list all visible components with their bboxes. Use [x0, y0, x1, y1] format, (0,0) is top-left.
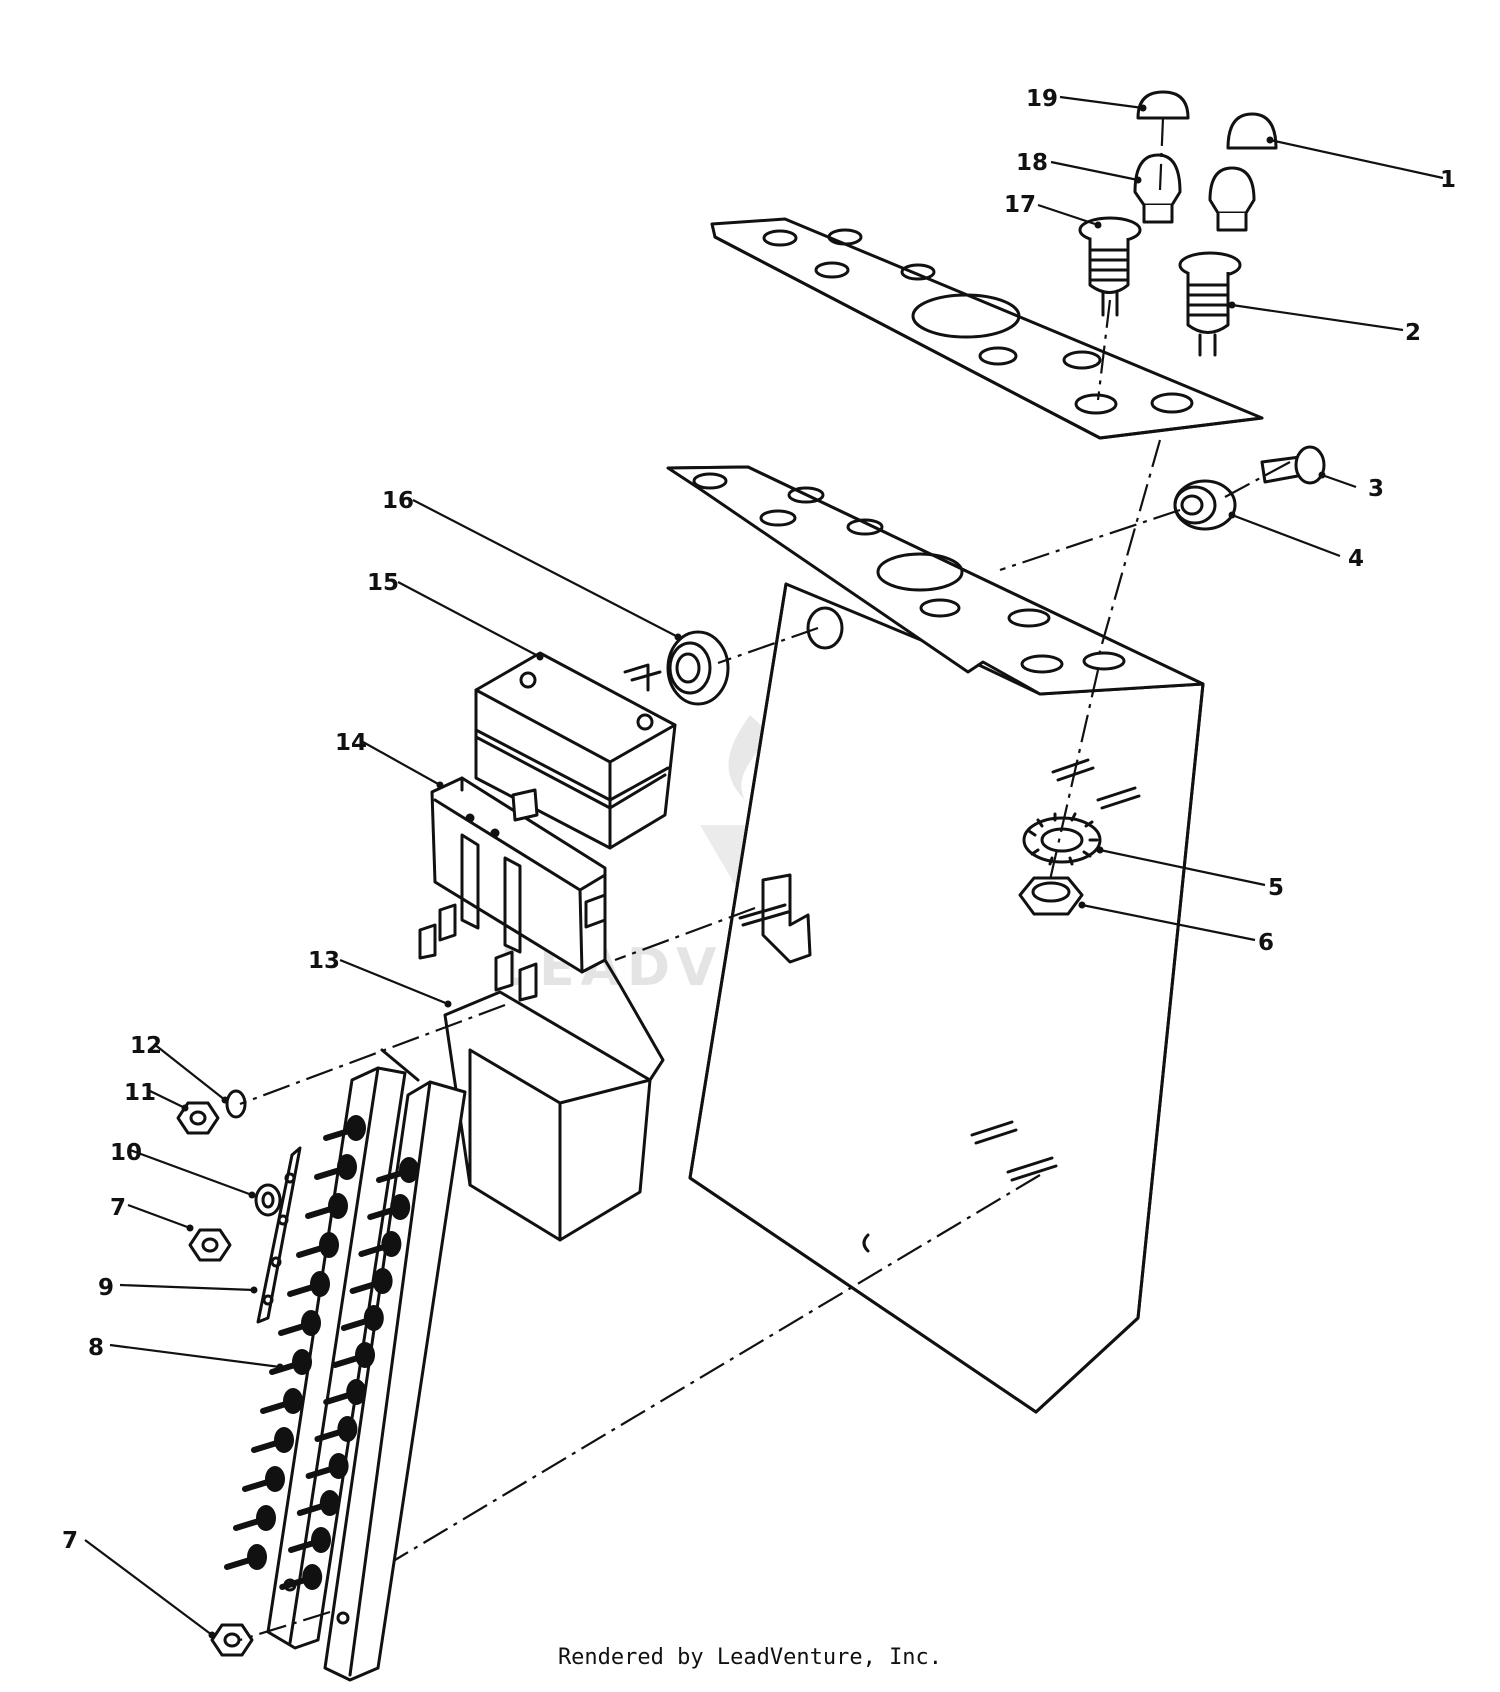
callout-10: 10 — [110, 1140, 142, 1166]
washer-10 — [254, 1183, 282, 1217]
lens-19 — [1136, 90, 1190, 120]
callout-labels: 19 1 18 17 2 3 4 5 6 16 15 14 13 12 11 1… — [62, 86, 1456, 1554]
terminal-screw — [323, 1115, 366, 1141]
terminal-screw — [376, 1157, 419, 1183]
mounting-bracket — [738, 873, 812, 964]
terminal-screw — [279, 1564, 323, 1590]
terminal-screw — [296, 1490, 340, 1516]
terminal-screw — [367, 1194, 411, 1220]
terminal-screw — [314, 1416, 358, 1442]
footer-credit: Rendered by LeadVenture, Inc. — [557, 1645, 943, 1670]
terminal-screw — [288, 1527, 331, 1553]
lamp-socket-2 — [1178, 251, 1242, 357]
terminal-screw — [296, 1232, 339, 1258]
callout-13: 13 — [308, 948, 340, 974]
callout-7-lower: 7 — [62, 1528, 78, 1554]
terminal-screw — [287, 1271, 330, 1297]
top-bezel-plate — [710, 217, 1264, 440]
terminal-screw — [242, 1466, 285, 1492]
callout-18: 18 — [1016, 150, 1048, 176]
washer-12 — [225, 1089, 247, 1119]
terminal-screw — [233, 1505, 276, 1531]
terminal-screw — [349, 1268, 393, 1294]
callout-6: 6 — [1258, 930, 1274, 956]
console-panel — [666, 465, 1205, 1414]
terminal-screw — [314, 1154, 357, 1180]
callout-19: 19 — [1026, 86, 1058, 112]
terminal-screw — [332, 1342, 375, 1368]
terminal-screw — [251, 1427, 294, 1453]
nut-16 — [666, 630, 730, 706]
callout-5: 5 — [1268, 875, 1284, 901]
terminal-screw — [323, 1379, 367, 1405]
callout-12: 12 — [130, 1033, 162, 1059]
callout-16: 16 — [382, 488, 414, 514]
callout-7-upper: 7 — [110, 1195, 126, 1221]
grommet-4 — [1173, 479, 1237, 531]
callout-15: 15 — [367, 570, 399, 596]
bulb-right — [1208, 166, 1256, 232]
terminal-screw — [305, 1193, 348, 1219]
knob-3 — [1260, 445, 1326, 485]
terminal-screw — [305, 1453, 349, 1479]
panel-studs — [970, 758, 1141, 1182]
terminal-screw — [340, 1305, 384, 1331]
nut-7-upper — [188, 1228, 232, 1262]
callout-3: 3 — [1368, 476, 1384, 502]
bracket-13 — [443, 958, 665, 1242]
relay-14 — [418, 776, 607, 1002]
leader-lines — [84, 95, 1444, 1639]
callout-4: 4 — [1348, 546, 1364, 572]
terminal-screw — [278, 1310, 321, 1336]
nut-7-lower — [210, 1623, 254, 1657]
jumper-strip-9 — [256, 1146, 302, 1324]
callout-17: 17 — [1004, 192, 1036, 218]
lens-1 — [1226, 112, 1278, 150]
hex-nut-6 — [1018, 876, 1084, 916]
terminal-screw — [358, 1231, 402, 1257]
callout-14: 14 — [335, 730, 367, 756]
callout-9: 9 — [98, 1275, 114, 1301]
nut-11 — [176, 1101, 220, 1135]
callout-8: 8 — [88, 1335, 104, 1361]
terminal-screw — [224, 1544, 267, 1570]
callout-2: 2 — [1405, 320, 1421, 346]
terminal-screw — [269, 1349, 312, 1375]
callout-11: 11 — [124, 1080, 156, 1106]
assembly-centerlines — [239, 117, 1291, 1642]
terminal-screw — [260, 1388, 303, 1414]
callout-1: 1 — [1440, 167, 1456, 193]
lamp-socket-17 — [1078, 216, 1142, 317]
terminal-screws — [224, 1115, 419, 1590]
bulb-18 — [1133, 153, 1182, 224]
